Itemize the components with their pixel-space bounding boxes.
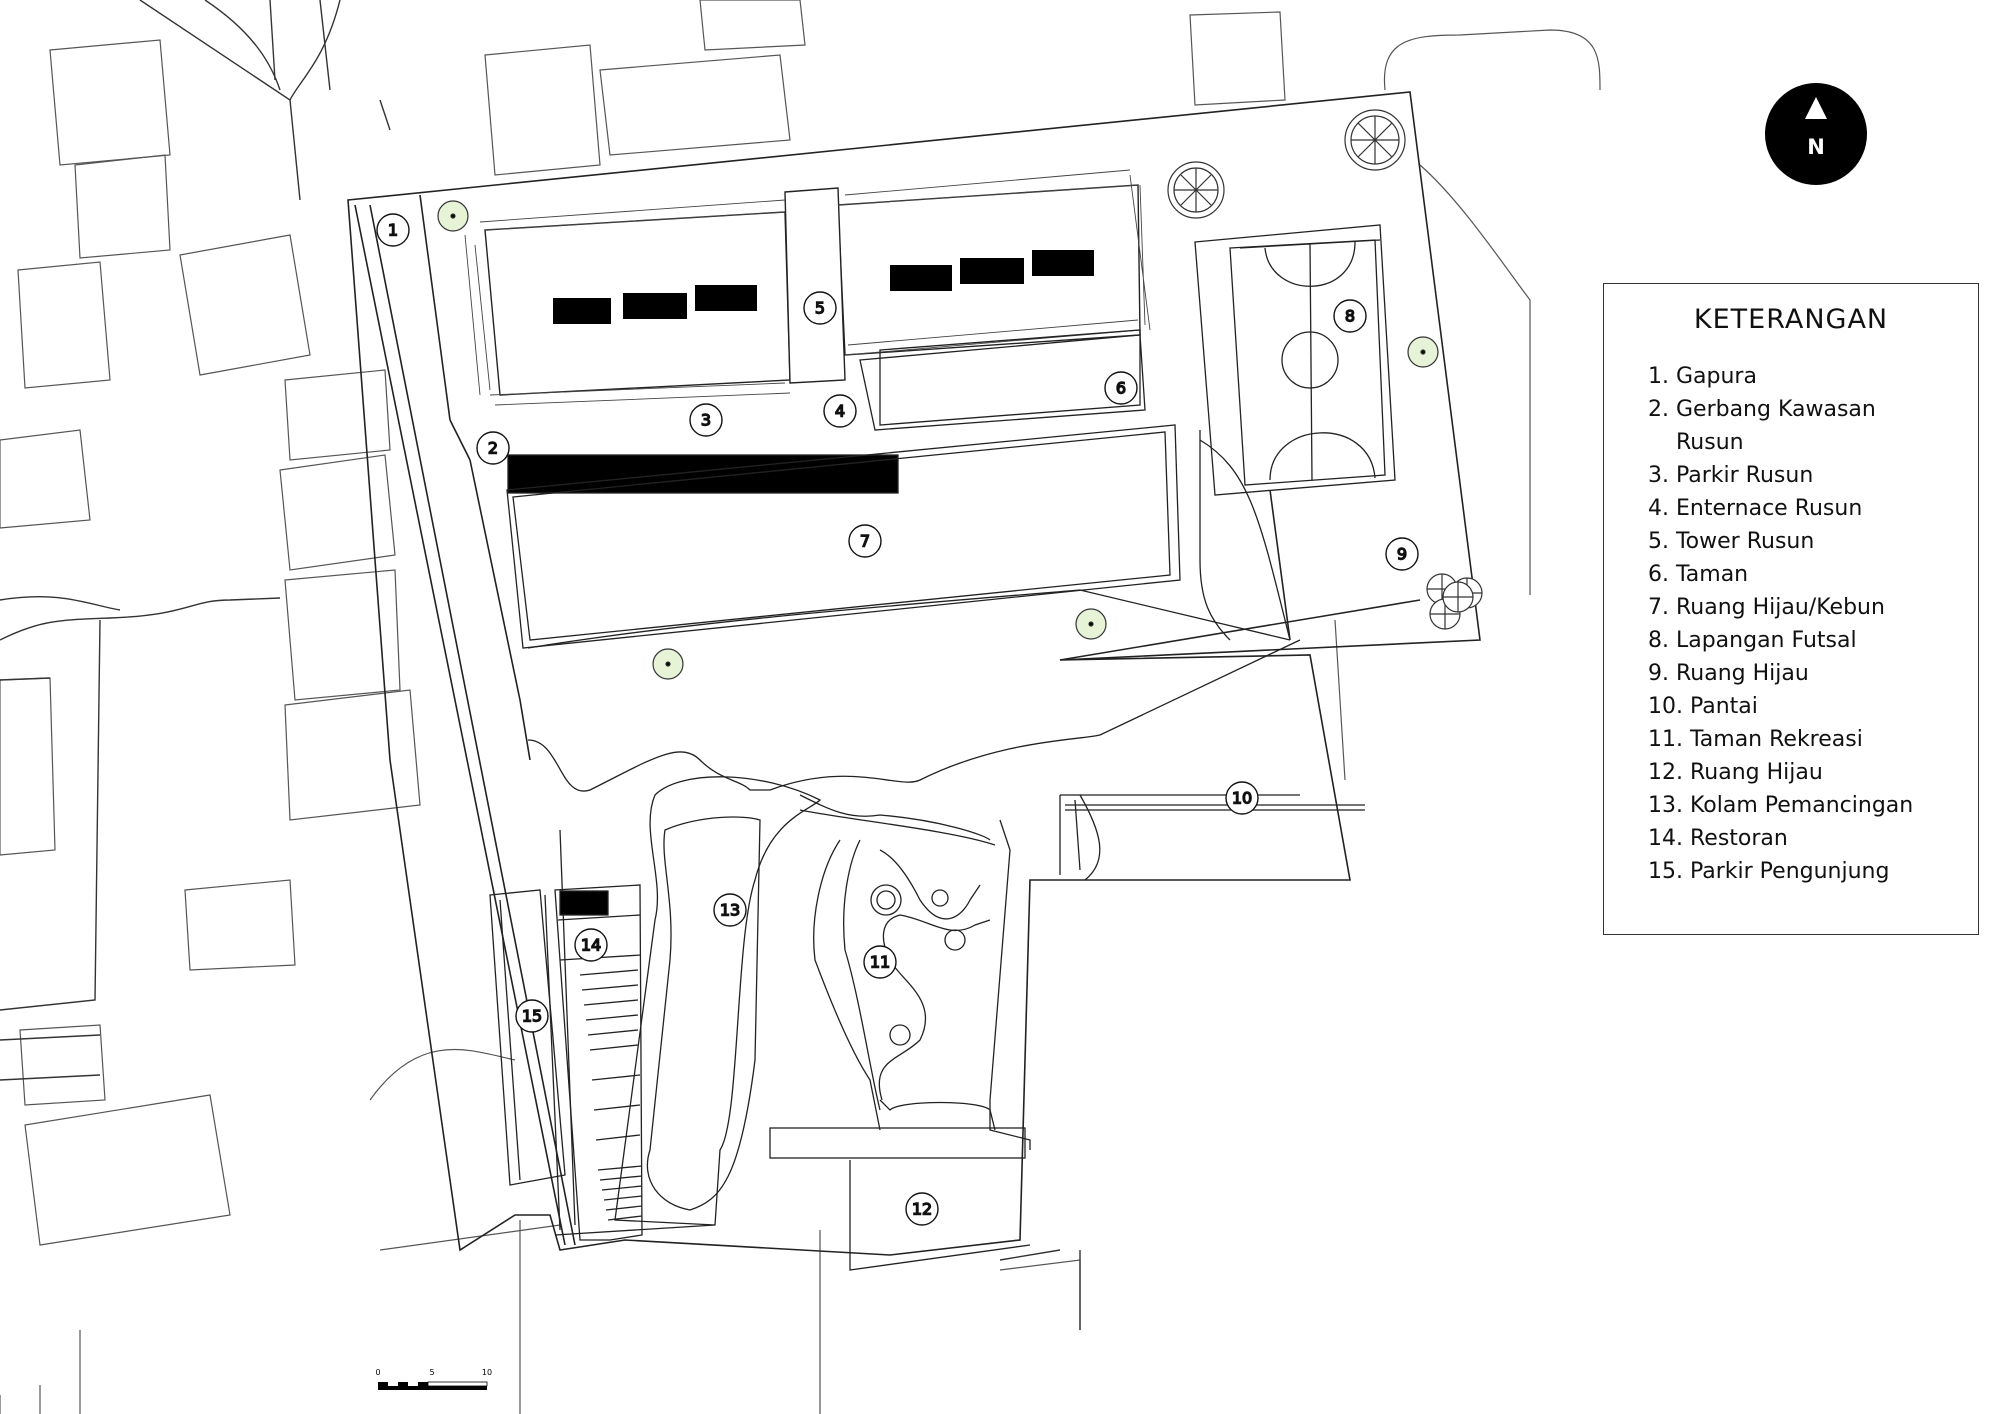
tree-icon	[652, 648, 684, 680]
zone-markers: 1 2 3 4 5 6 7 8 9 10 11 12 13 14 15	[376, 213, 1419, 1226]
north-arrow-icon: N	[1765, 83, 1867, 185]
zone-label-13: 13	[720, 901, 740, 920]
zone-marker-5: 5	[803, 291, 837, 325]
zone-label-12: 12	[912, 1200, 932, 1219]
zone-marker-7: 7	[848, 524, 882, 558]
legend-item: 6. Taman	[1648, 562, 1749, 587]
zone-label-2: 2	[488, 439, 498, 458]
zone-marker-8: 8	[1333, 299, 1367, 333]
tree-icon	[1075, 608, 1107, 640]
site-boundary	[347, 91, 1481, 1256]
zone-marker-1: 1	[376, 213, 410, 247]
parking-slots	[464, 169, 1151, 406]
tower-rusun	[464, 169, 1151, 406]
north-label: N	[1807, 135, 1825, 159]
legend-item: 14. Restoran	[1648, 826, 1788, 851]
scale-bar: 0 5 10	[375, 1368, 492, 1390]
zone-label-7: 7	[860, 532, 870, 551]
legend-item: Rusun	[1676, 430, 1744, 455]
zones	[506, 224, 1396, 792]
legend-item: 11. Taman Rekreasi	[1648, 727, 1863, 752]
roads	[0, 0, 1081, 1330]
zone-marker-3: 3	[689, 403, 723, 437]
legend-item: 12. Ruang Hijau	[1648, 760, 1823, 785]
zone-marker-9: 9	[1385, 537, 1419, 571]
solar-panels	[553, 250, 1094, 324]
legend-title: KETERANGAN	[1693, 304, 1889, 335]
context-buildings	[0, 0, 1601, 1414]
zone-label-8: 8	[1345, 307, 1355, 326]
north-triangle	[1805, 97, 1827, 119]
legend-item: 1. Gapura	[1648, 364, 1757, 389]
zone-label-4: 4	[835, 402, 845, 421]
zone-marker-10: 10	[1225, 781, 1259, 815]
legend-item: 10. Pantai	[1648, 694, 1758, 719]
zone-label-11: 11	[870, 953, 890, 972]
scale-tick-10: 10	[482, 1368, 492, 1377]
tree-icon	[1167, 161, 1225, 219]
legend-item: 8. Lapangan Futsal	[1648, 628, 1857, 653]
zone-label-6: 6	[1116, 379, 1126, 398]
zone-marker-11: 11	[863, 945, 897, 979]
zone-label-15: 15	[522, 1007, 542, 1026]
legend-item: 7. Ruang Hijau/Kebun	[1648, 595, 1885, 620]
legend-item: 3. Parkir Rusun	[1648, 463, 1814, 488]
scale-tick-0: 0	[375, 1368, 380, 1377]
legend-list: 1. Gapura 2. Gerbang Kawasan Rusun 3. Pa…	[1648, 360, 1913, 888]
restaurant-parking	[489, 884, 643, 1241]
tree-icon	[437, 200, 469, 232]
tree-icon	[1407, 336, 1439, 368]
legend-item: 9. Ruang Hijau	[1648, 661, 1809, 686]
zone-label-3: 3	[701, 411, 711, 430]
legend-item: 15. Parkir Pengunjung	[1648, 859, 1890, 884]
zone-marker-6: 6	[1104, 371, 1138, 405]
zone-label-1: 1	[388, 221, 398, 240]
zone-marker-12: 12	[905, 1192, 939, 1226]
lower-areas	[544, 776, 1365, 1271]
zone-label-10: 10	[1232, 789, 1252, 808]
legend-item: 4. Enternace Rusun	[1648, 496, 1863, 521]
scale-tick-5: 5	[429, 1368, 434, 1377]
zone-marker-13: 13	[713, 893, 747, 927]
tree-icon	[1344, 109, 1406, 171]
zone-label-9: 9	[1397, 545, 1407, 564]
legend-item: 5. Tower Rusun	[1648, 529, 1815, 554]
zone-marker-15: 15	[515, 999, 549, 1033]
legend-item: 13. Kolam Pemancingan	[1648, 793, 1914, 818]
zone-label-5: 5	[815, 299, 825, 318]
tree-icon	[1442, 581, 1474, 613]
zone-marker-2: 2	[476, 431, 510, 465]
legend-item: 2. Gerbang Kawasan	[1648, 397, 1876, 422]
tree-icons	[437, 109, 1483, 680]
legend-box: KETERANGAN 1. Gapura 2. Gerbang Kawasan …	[1603, 283, 1979, 935]
zone-label-14: 14	[581, 936, 601, 955]
zone-marker-4: 4	[823, 394, 857, 428]
zone-marker-14: 14	[574, 928, 608, 962]
